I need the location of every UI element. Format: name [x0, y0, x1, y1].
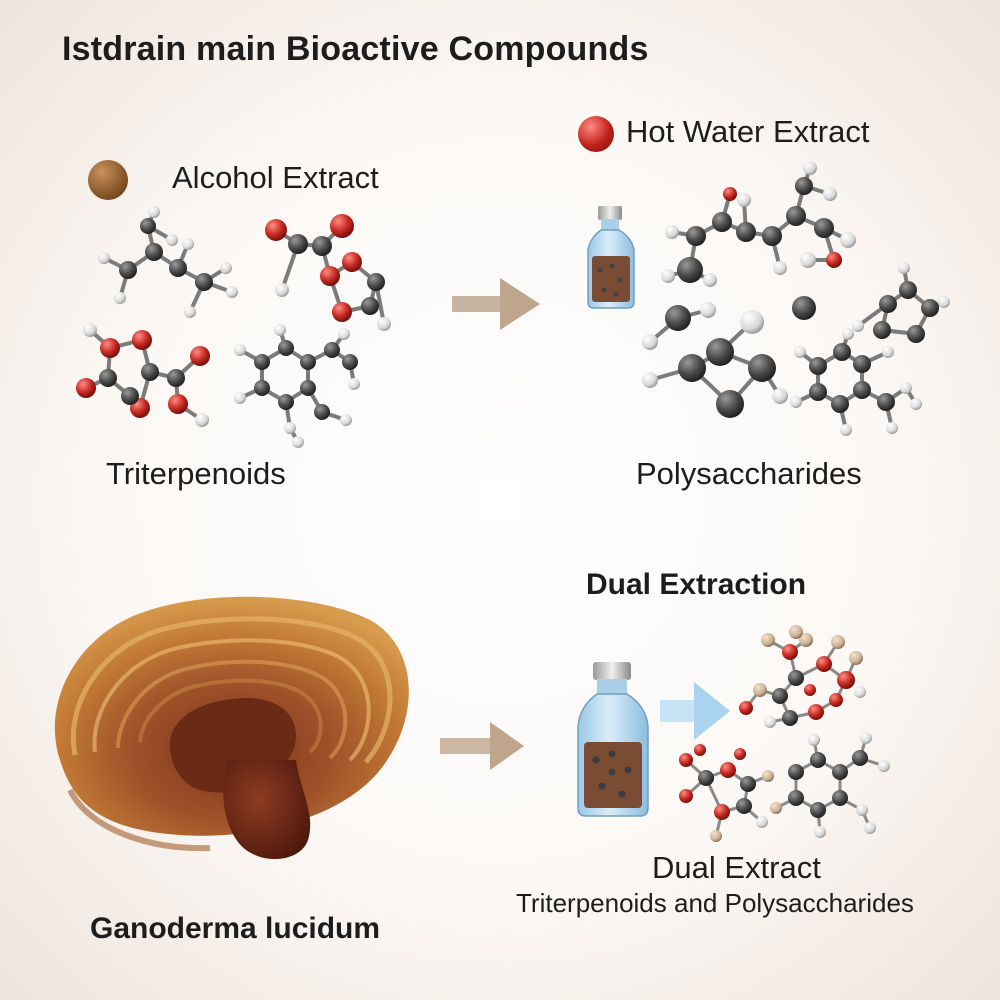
arrow-right-icon — [440, 722, 524, 770]
triterpenoid-atoms — [76, 206, 391, 448]
polysaccharide-atoms — [642, 161, 950, 436]
alcohol-extract-marker — [88, 160, 128, 200]
mushroom-name: Ganoderma lucidum — [90, 912, 381, 945]
dual-extract-molecules — [684, 638, 886, 838]
dual-extract-label: Dual Extract — [652, 850, 821, 885]
arrow-right-icon — [452, 278, 540, 330]
dual-extraction-heading: Dual Extraction — [586, 568, 807, 601]
ganoderma-mushroom-illustration — [54, 596, 409, 860]
polysaccharides-label: Polysaccharides — [636, 456, 862, 491]
triterpenoids-label: Triterpenoids — [106, 456, 286, 491]
bottle-icon — [587, 206, 635, 309]
dual-extract-atoms — [679, 625, 890, 842]
arrow-right-icon — [660, 682, 730, 740]
bottle-icon — [577, 662, 649, 817]
hot-water-extract-label: Hot Water Extract — [626, 114, 870, 149]
dual-extract-sublabel: Triterpenoids and Polysaccharides — [516, 888, 914, 918]
page-title: Istdrain main Bioactive Compounds — [62, 30, 649, 68]
hot-water-extract-marker — [578, 116, 614, 152]
alcohol-extract-label: Alcohol Extract — [172, 160, 379, 195]
